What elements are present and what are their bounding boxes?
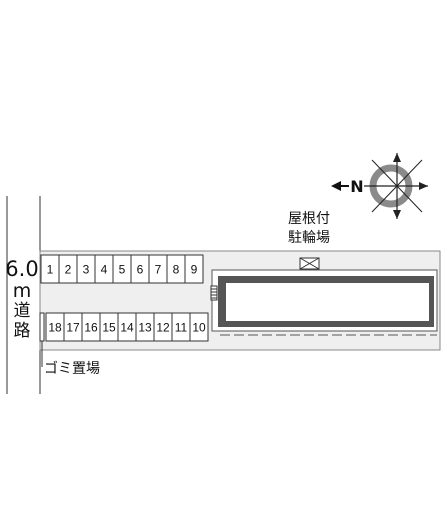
- parking-bottom-slot-number-11: 11: [175, 321, 188, 335]
- parking-top-slot-number-2: 2: [65, 263, 72, 277]
- north-arrow-icon: [331, 181, 349, 191]
- building-stairs: [210, 285, 218, 301]
- parking-row-bottom: 18 17 16 15 14 13 12 11 10: [45, 312, 209, 342]
- parking-bottom-slot-number-14: 14: [120, 321, 134, 335]
- parking-bottom-slot-number-10: 10: [192, 321, 206, 335]
- parking-top-slot-number-4: 4: [101, 263, 108, 277]
- north-label: N: [350, 177, 363, 196]
- parking-top-slot-9: [184, 254, 204, 284]
- parking-bottom-slot-number-18: 18: [48, 321, 62, 335]
- parking-top-slot-number-5: 5: [119, 263, 126, 277]
- garbage-area-marker: [39, 312, 45, 342]
- parking-top-slot-number-1: 1: [47, 263, 54, 277]
- road-label-char-2: 路: [14, 321, 31, 341]
- parking-bottom-slot-number-13: 13: [138, 321, 152, 335]
- garbage-area-label: ゴミ置場: [44, 360, 100, 377]
- parking-bottom-slot-10: [189, 312, 209, 342]
- compass-rose: [364, 153, 428, 219]
- parking-bottom-slot-number-16: 16: [84, 321, 98, 335]
- road-label-char-1: 道: [14, 301, 31, 321]
- parking-top-slot-number-6: 6: [137, 263, 144, 277]
- building-inner: [226, 283, 429, 321]
- parking-top-slot-number-7: 7: [155, 263, 162, 277]
- parking-top-slot-number-3: 3: [83, 263, 90, 277]
- bike-parking-label-line2: 駐輪場: [288, 229, 330, 246]
- parking-bottom-slot-number-17: 17: [66, 321, 80, 335]
- bike-parking-label-line1: 屋根付: [288, 211, 330, 227]
- parking-bottom-slot-number-15: 15: [102, 321, 116, 335]
- parking-bottom-slot-number-12: 12: [156, 321, 170, 335]
- road-width-label: 6.0: [5, 257, 38, 281]
- parking-top-slot-number-9: 9: [191, 263, 198, 277]
- parking-top-slot-number-8: 8: [173, 263, 180, 277]
- road-unit-label: m: [13, 280, 32, 302]
- bike-parking-marker: [299, 257, 320, 270]
